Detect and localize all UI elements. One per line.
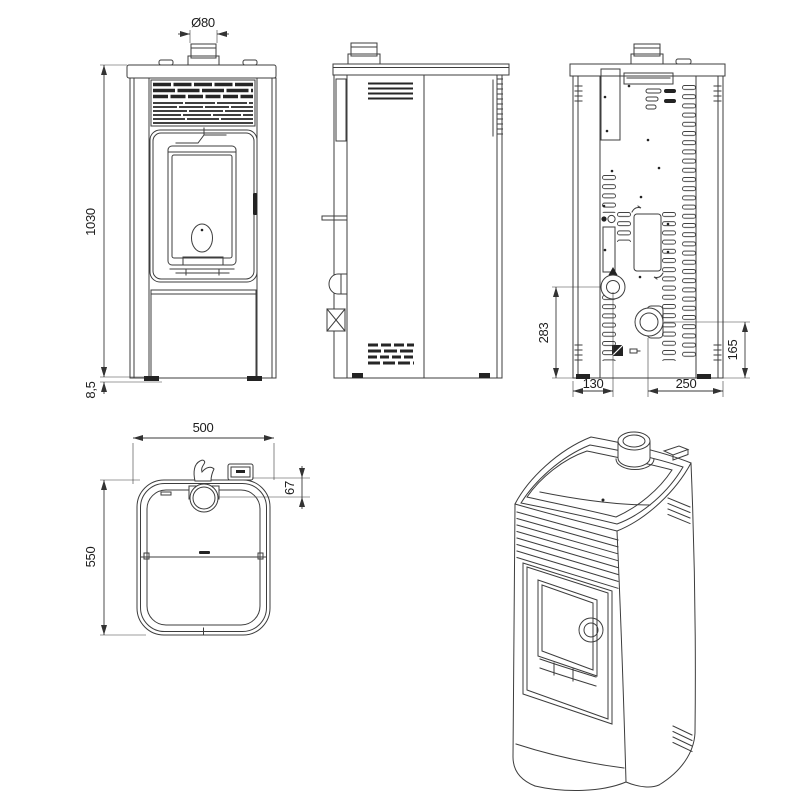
back-vent-column-outer <box>682 85 697 361</box>
top-front-dash <box>160 491 172 496</box>
persp-flue-pipe <box>615 431 655 470</box>
back-screw-dots <box>602 84 670 279</box>
side-round-connector <box>328 273 348 295</box>
door-air-channel <box>175 127 227 144</box>
persp-burn-pot <box>539 658 597 687</box>
top-depth-dimension: 550 <box>83 479 146 636</box>
back-cable-clip <box>629 348 641 354</box>
front-flue-pipe <box>187 43 220 66</box>
persp-door-handle <box>578 617 604 643</box>
front-flue-diameter-dimension: Ø80 <box>178 15 229 43</box>
dimension-label-flue-diameter: Ø80 <box>191 15 215 30</box>
dimension-label-exhaust-offset: 130 <box>583 376 604 391</box>
door-window <box>167 145 237 266</box>
back-inlet-height-dimension: 165 <box>664 321 750 379</box>
front-side-panels <box>129 77 277 379</box>
back-foot-right <box>697 374 711 379</box>
top-tab-right <box>242 59 258 66</box>
back-vent-column-mid <box>662 212 677 361</box>
persp-door-window <box>537 579 598 677</box>
back-top-slots <box>645 88 676 110</box>
front-door <box>149 127 258 283</box>
side-square-connector <box>326 308 346 332</box>
front-view: Ø80 1030 8,5 <box>83 15 277 399</box>
back-vent-cluster-mid-left <box>617 212 632 242</box>
side-view <box>321 42 510 379</box>
control-panel-box <box>227 463 254 481</box>
back-exhaust-height-dimension: 283 <box>536 286 601 379</box>
dimension-label-flue-offset: 67 <box>282 481 297 495</box>
persp-left-edge <box>512 503 536 787</box>
dimension-label-overall-height: 1030 <box>83 208 98 236</box>
back-view: 283 130 250 165 <box>536 43 750 397</box>
back-cover-plate <box>631 205 664 280</box>
back-vent-column-left-upper <box>602 175 617 213</box>
persp-side-vents-top <box>667 497 691 525</box>
foot-right <box>247 376 262 381</box>
lid-handle <box>193 459 215 482</box>
front-top-cap <box>126 64 277 79</box>
burn-pot-tray <box>176 256 230 266</box>
side-foot-front <box>479 373 490 378</box>
side-bottom-vents <box>368 343 414 365</box>
back-power-socket <box>611 344 624 357</box>
dimension-label-exhaust-height: 283 <box>536 323 551 344</box>
persp-door <box>522 562 613 725</box>
dimension-label-inlet-offset: 250 <box>676 376 697 391</box>
dimension-label-width: 500 <box>193 420 214 435</box>
front-base-height-dimension: 8,5 <box>83 366 162 399</box>
side-top-vents <box>368 82 413 100</box>
dimension-label-depth: 550 <box>83 547 98 568</box>
front-plinth <box>144 289 262 381</box>
back-air-inlet <box>634 305 664 339</box>
persp-plinth-seam <box>515 743 625 769</box>
persp-front-corner-edge <box>616 530 627 783</box>
dimension-label-inlet-height: 165 <box>725 340 740 361</box>
back-foot-left <box>576 374 590 379</box>
back-screw <box>601 216 607 222</box>
back-top-cap <box>569 63 726 77</box>
persp-top-panel <box>526 450 673 518</box>
perspective-view <box>512 431 696 791</box>
persp-right-edge <box>658 462 696 786</box>
back-narrow-plate <box>602 226 616 273</box>
top-flue-pipe <box>189 483 219 513</box>
top-tab-left <box>158 59 174 66</box>
side-top-cap <box>332 63 510 76</box>
back-grommet <box>607 214 616 224</box>
top-seam <box>140 551 267 560</box>
front-louver-grille <box>150 79 256 127</box>
top-flue-offset-dimension: 67 <box>218 466 310 509</box>
door-handle <box>191 223 213 253</box>
door-latch <box>253 193 257 215</box>
side-louver-edge-ticks <box>497 78 503 135</box>
persp-louver-grille <box>516 511 619 589</box>
foot-left <box>144 376 159 381</box>
back-exhaust-offset-dimension: 130 <box>572 292 614 397</box>
back-flue-pipe <box>630 43 664 65</box>
front-height-dimension: 1030 <box>83 64 146 378</box>
persp-side-vents-bottom <box>672 725 693 753</box>
dimension-label-base-height: 8,5 <box>83 381 98 398</box>
back-recessed-handle <box>623 72 674 85</box>
side-probe-stub <box>321 215 348 221</box>
side-foot-back <box>352 373 363 378</box>
top-view: 500 550 67 <box>83 420 310 636</box>
persp-base-edge <box>534 781 660 791</box>
back-inlet-offset-dimension: 250 <box>647 338 724 397</box>
persp-top-latch <box>662 445 690 461</box>
back-hopper-chute <box>600 68 621 141</box>
top-width-dimension: 500 <box>132 420 275 484</box>
side-flue-pipe <box>347 42 381 65</box>
